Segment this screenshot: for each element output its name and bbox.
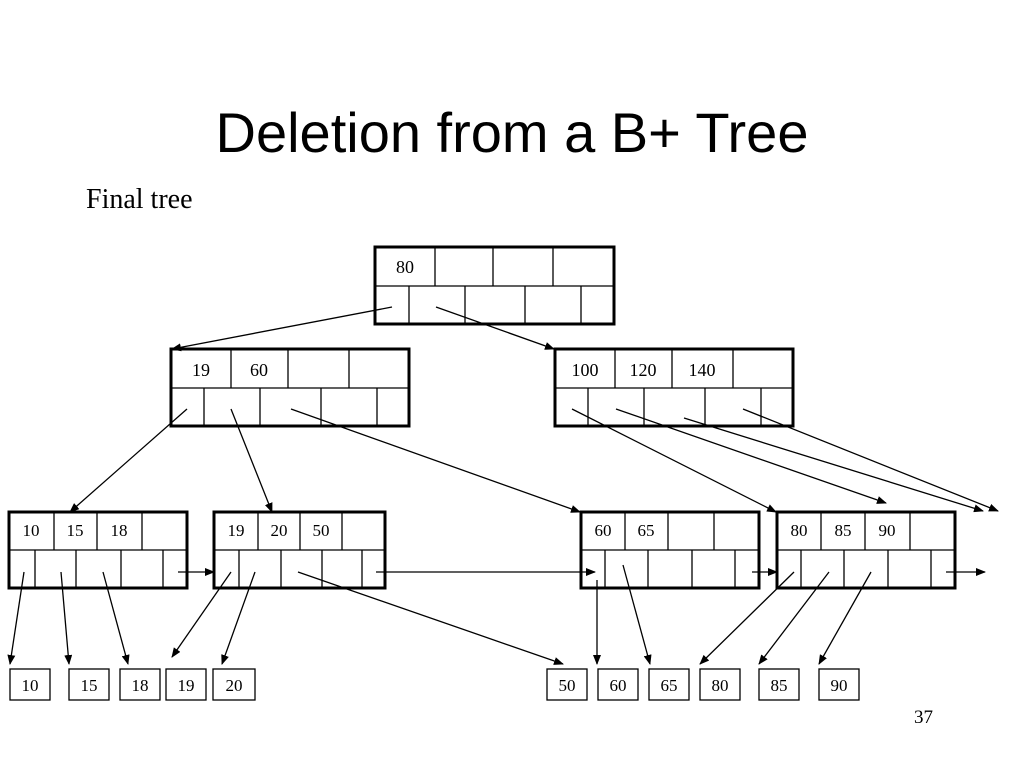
record-key: 60 <box>610 676 627 695</box>
record-box: 19 <box>165 668 207 701</box>
leaf-1-key-3: 18 <box>111 521 128 540</box>
record-box: 65 <box>648 668 690 701</box>
root-key-1: 80 <box>396 257 414 277</box>
pointer-arrow <box>69 408 188 513</box>
leaf-4-key-1: 80 <box>791 521 808 540</box>
internal-1-key-2: 60 <box>250 360 268 380</box>
internal-2-key-1: 100 <box>572 360 599 380</box>
record-box: 60 <box>597 668 639 701</box>
leaf-4-key-3: 90 <box>879 521 896 540</box>
record-key: 15 <box>81 676 98 695</box>
leaf-node-1: 10 15 18 <box>7 510 189 590</box>
record-box: 15 <box>68 668 110 701</box>
slide-title: Deletion from a B+ Tree <box>215 101 809 164</box>
pointer-arrow <box>615 408 887 504</box>
leaf-2-key-2: 20 <box>271 521 288 540</box>
record-key: 20 <box>226 676 243 695</box>
pointer-arrow <box>571 408 777 513</box>
record-box: 80 <box>699 668 741 701</box>
pointer-arrow <box>171 306 393 352</box>
record-key: 80 <box>712 676 729 695</box>
pointer-arrow <box>742 408 999 512</box>
pointer-arrow <box>230 408 273 513</box>
root-node: 80 <box>373 245 616 326</box>
leaf-1-key-1: 10 <box>23 521 40 540</box>
record-pointer-arrow <box>699 571 795 665</box>
record-box: 90 <box>818 668 860 701</box>
leaf-3-key-1: 60 <box>595 521 612 540</box>
pointer-arrow <box>290 408 581 513</box>
record-key: 90 <box>831 676 848 695</box>
leaf-node-2: 19 20 50 <box>212 510 387 590</box>
record-pointer-arrow <box>297 571 564 665</box>
internal-2-key-3: 140 <box>689 360 716 380</box>
record-key: 85 <box>771 676 788 695</box>
leaf-2-key-3: 50 <box>313 521 330 540</box>
record-key: 65 <box>661 676 678 695</box>
record-key: 19 <box>178 676 195 695</box>
page-number: 37 <box>914 707 933 728</box>
record-pointer-arrow <box>102 571 130 665</box>
record-pointer-arrow <box>818 571 872 665</box>
internal-1-key-1: 19 <box>192 360 210 380</box>
internal-node-1: 19 60 <box>169 347 411 428</box>
record-pointer-arrow <box>221 571 256 665</box>
leaf-1-key-2: 15 <box>67 521 84 540</box>
record-box: 85 <box>758 668 800 701</box>
leaf-3-key-2: 65 <box>638 521 655 540</box>
record-pointer-arrow <box>171 571 232 658</box>
leaf-2-key-1: 19 <box>228 521 245 540</box>
record-box: 50 <box>546 668 588 701</box>
leaf-4-key-2: 85 <box>835 521 852 540</box>
internal-node-2: 100 120 140 <box>553 347 795 428</box>
internal-2-key-2: 120 <box>630 360 657 380</box>
record-box: 18 <box>119 668 161 701</box>
pointer-arrow <box>435 306 555 350</box>
pointer-arrow <box>683 417 984 513</box>
record-pointer-arrow <box>622 564 652 665</box>
record-box: 20 <box>212 668 256 701</box>
record-pointer-arrow <box>7 571 25 665</box>
record-key: 10 <box>22 676 39 695</box>
record-key: 50 <box>559 676 576 695</box>
record-pointer-arrow <box>758 571 830 665</box>
leaf-node-3: 60 65 <box>579 510 761 590</box>
slide-subtitle: Final tree <box>86 184 193 215</box>
record-key: 18 <box>132 676 149 695</box>
record-pointer-arrow <box>60 571 73 665</box>
leaf-node-4: 80 85 90 <box>775 510 957 590</box>
record-box: 10 <box>9 668 51 701</box>
